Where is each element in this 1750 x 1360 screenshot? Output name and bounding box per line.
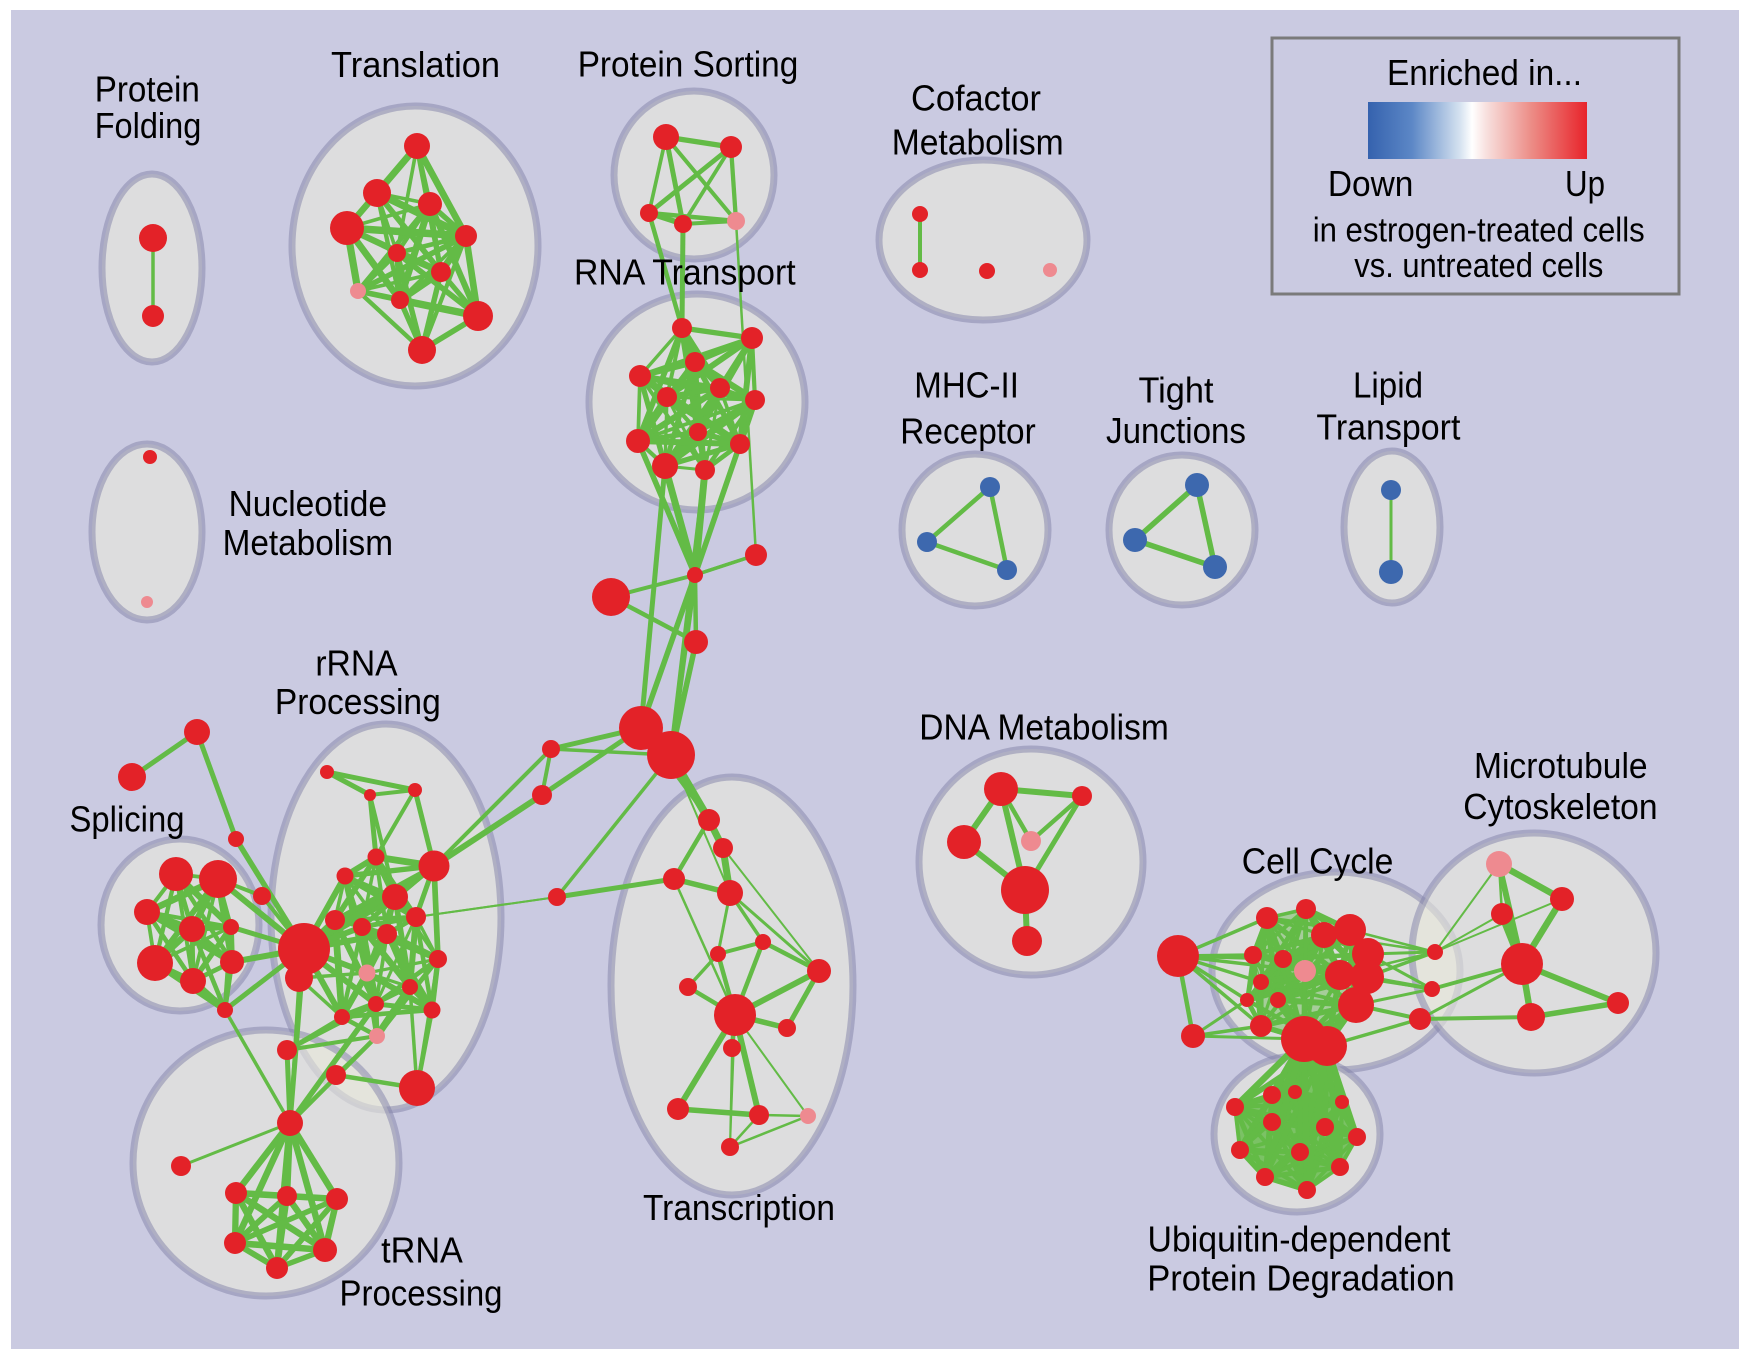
- svg-text:Protein Degradation: Protein Degradation: [1147, 1258, 1455, 1299]
- svg-text:Cell Cycle: Cell Cycle: [1242, 840, 1394, 881]
- svg-text:Processing: Processing: [275, 681, 441, 722]
- svg-text:Metabolism: Metabolism: [223, 522, 393, 563]
- svg-text:Transport: Transport: [1316, 406, 1460, 447]
- svg-text:Folding: Folding: [95, 105, 202, 146]
- svg-text:Protein: Protein: [95, 69, 200, 110]
- svg-text:Cytoskeleton: Cytoskeleton: [1463, 786, 1657, 827]
- svg-text:in estrogen-treated cells: in estrogen-treated cells: [1313, 212, 1645, 250]
- svg-text:tRNA: tRNA: [381, 1230, 463, 1271]
- svg-text:Junctions: Junctions: [1106, 410, 1246, 451]
- svg-text:Ubiquitin-dependent: Ubiquitin-dependent: [1148, 1218, 1451, 1259]
- svg-text:Microtubule: Microtubule: [1474, 745, 1648, 786]
- svg-text:Protein Sorting: Protein Sorting: [578, 44, 799, 85]
- svg-text:RNA Transport: RNA Transport: [574, 252, 796, 293]
- svg-text:Nucleotide: Nucleotide: [229, 483, 387, 524]
- svg-text:Up: Up: [1565, 163, 1605, 204]
- svg-text:Down: Down: [1328, 163, 1414, 204]
- svg-text:Cofactor: Cofactor: [911, 78, 1041, 119]
- svg-text:Enriched in...: Enriched in...: [1387, 52, 1582, 93]
- svg-text:Processing: Processing: [340, 1273, 503, 1314]
- svg-text:Lipid: Lipid: [1353, 364, 1423, 405]
- svg-text:DNA Metabolism: DNA Metabolism: [919, 706, 1169, 747]
- svg-text:Receptor: Receptor: [900, 411, 1035, 452]
- svg-text:Translation: Translation: [331, 44, 500, 85]
- svg-text:MHC-II: MHC-II: [914, 364, 1019, 405]
- svg-text:vs. untreated cells: vs. untreated cells: [1354, 247, 1603, 285]
- svg-text:Splicing: Splicing: [70, 799, 185, 840]
- svg-text:rRNA: rRNA: [315, 643, 398, 684]
- svg-text:Transcription: Transcription: [643, 1187, 835, 1228]
- svg-text:Tight: Tight: [1139, 369, 1214, 410]
- svg-text:Metabolism: Metabolism: [892, 122, 1064, 163]
